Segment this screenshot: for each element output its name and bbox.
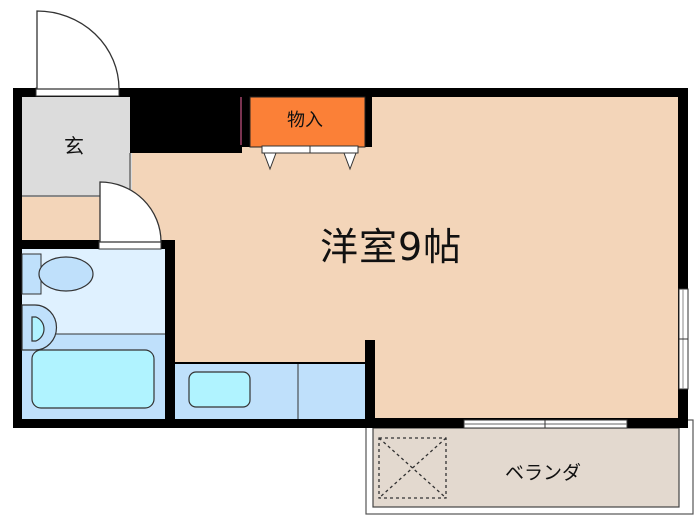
genkan-label: 玄 [64, 134, 84, 158]
side-window-icon [678, 288, 689, 390]
balcony-window-icon [463, 419, 628, 429]
entrance-door-icon [35, 10, 120, 97]
kitchen-sink-icon [188, 371, 251, 408]
main-room-label: 洋室9帖 [320, 225, 463, 269]
storage-label: 物入 [287, 110, 323, 131]
toilet-icon [21, 253, 94, 295]
balcony [365, 419, 694, 515]
balcony-label: ベランダ [505, 462, 582, 484]
washbasin-icon [21, 304, 58, 351]
bathroom-door-icon [98, 181, 162, 250]
bathtub-icon [31, 349, 155, 409]
hatch-cover-icon [378, 437, 447, 499]
